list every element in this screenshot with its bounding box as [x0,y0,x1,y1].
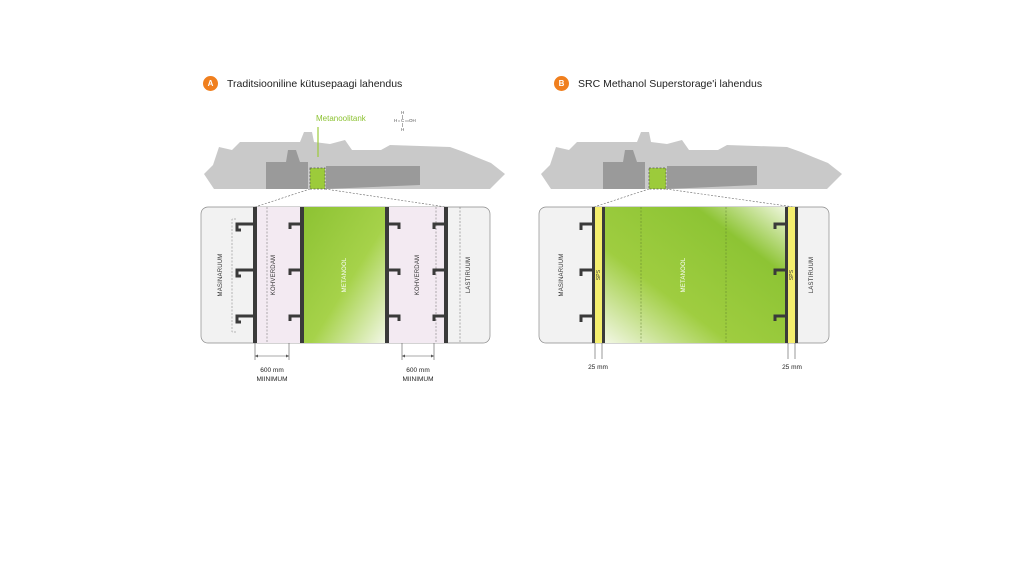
ship-silhouette-a [204,132,505,190]
dimension-right-a [401,343,435,360]
cofferdam-right-label: KOHVERDAM [415,255,421,295]
panel-b-header: B SRC Methanol Superstorage'i lahendus [554,76,762,91]
cross-section-a [200,206,491,344]
cofferdam-left-label: KOHVERDAM [271,255,277,295]
dim-right-value-a: 600 mm [406,367,429,374]
cargo-hold-label-b: LASTIRUUM [809,257,815,293]
dim-left-value-a: 600 mm [260,367,283,374]
panel-a-title: Traditsiooniline kütusepaagi lahendus [227,77,403,90]
dim-left-note-a: MIINIMUM [256,376,287,383]
dimension-left-a [254,343,290,360]
dimension-left-b [594,343,603,359]
dim-left-value-b: 25 mm [588,364,608,371]
svg-text:C: C [401,118,405,123]
engine-room-label-a: MASINARUUM [218,253,224,296]
dim-right-note-a: MIINIMUM [402,376,433,383]
svg-text:H: H [394,118,397,123]
tank-callout-label: Metanoolitank [316,114,367,123]
engine-room-label-b: MASINARUUM [559,253,565,296]
cross-section-b [538,206,830,344]
sps-right-label: SPS [789,269,795,280]
dim-right-value-b: 25 mm [782,364,802,371]
svg-text:H: H [401,110,404,115]
ship-silhouette-b [541,132,842,190]
panel-b-title: SRC Methanol Superstorage'i lahendus [578,77,763,90]
methanol-label-a: METANOOL [342,257,348,292]
svg-text:H: H [401,127,404,132]
sps-left-label: SPS [596,269,602,280]
dimension-right-b [787,343,796,359]
panel-a-badge: A [203,76,218,91]
methanol-formula: H H C OH H [394,110,416,132]
panel-a-header: A Traditsiooniline kütusepaagi lahendus [203,76,402,91]
panel-b-badge: B [554,76,569,91]
cargo-hold-label-a: LASTIRUUM [466,257,472,293]
svg-text:OH: OH [409,118,416,123]
methanol-label-b: METANOOL [681,257,687,292]
